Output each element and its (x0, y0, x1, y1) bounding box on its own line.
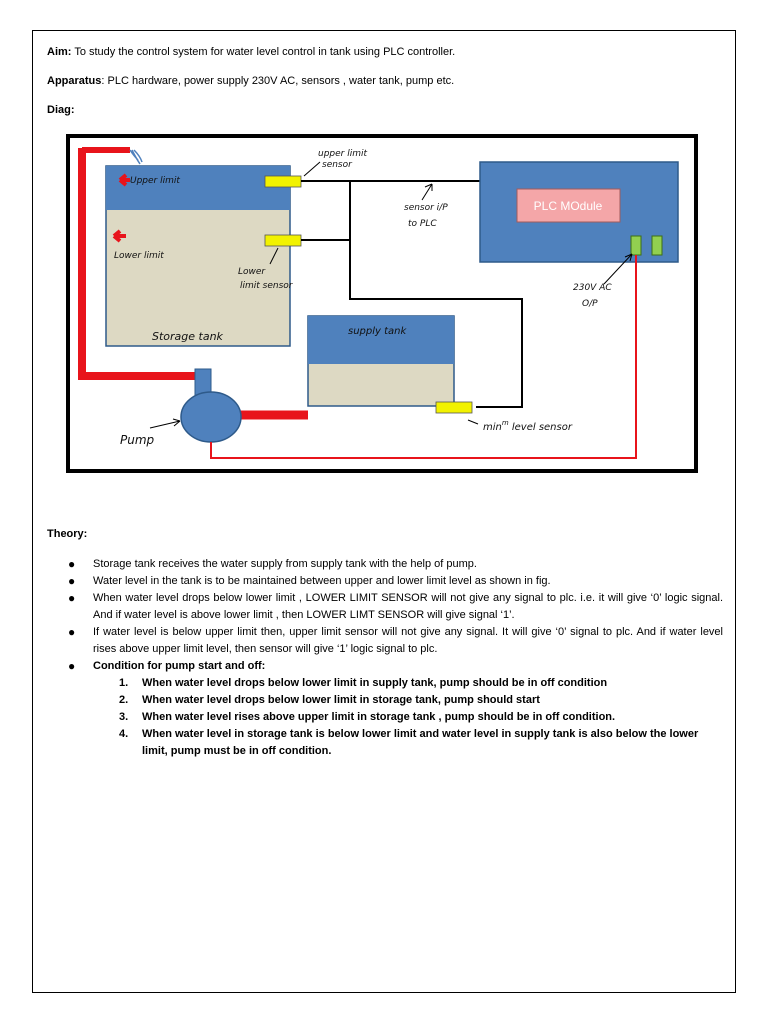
pipe-left-vertical (78, 148, 195, 380)
plc-module-label-box (516, 188, 621, 223)
pump-pointer-icon (149, 418, 181, 429)
theory-item: ● Storage tank receives the water supply … (47, 556, 723, 573)
condition-list: 1. When water level drops below lower lim… (93, 675, 723, 760)
pump (180, 391, 242, 443)
condition-number: 2. (119, 694, 129, 706)
theory-item-text: Water level in the tank is to be maintai… (93, 575, 551, 587)
aim-label: Aim: (47, 46, 72, 58)
theory-item-text: When water level drops below lower limit… (93, 592, 723, 621)
bullet-icon: ● (68, 557, 76, 571)
plc-module-label: PLC MOdule (534, 199, 603, 213)
supply-tank-water (308, 316, 454, 364)
upper-sensor-label-1: upper limit (318, 149, 367, 159)
wire-min-level-sensor (349, 240, 523, 408)
condition-item: 2. When water level drops below lower lim… (93, 692, 723, 709)
lower-sensor-pointer (269, 247, 279, 265)
condition-item: 1. When water level drops below lower lim… (93, 675, 723, 692)
apparatus-text: : PLC hardware, power supply 230V AC, se… (101, 75, 455, 87)
ac-output-arrow-icon (603, 253, 633, 285)
water-spray-icon (129, 149, 143, 165)
condition-item: 4. When water level in storage tank is be… (93, 726, 723, 760)
condition-section: ● Condition for pump start and off: 1. Whe… (47, 658, 723, 760)
bullet-icon: ● (68, 591, 76, 605)
aim-text: To study the control system for water le… (74, 46, 456, 58)
supply-tank-label: supply tank (348, 326, 408, 337)
theory-heading: Theory: (47, 528, 88, 540)
sensor-ip-label-1: sensor i/P (404, 203, 448, 213)
page-border (32, 30, 736, 993)
wire-lower-sensor (301, 181, 351, 241)
storage-tank-water (106, 166, 290, 210)
min-level-sensor (435, 401, 473, 414)
condition-number: 3. (119, 711, 129, 723)
sensor-ip-label-2: to PLC (408, 219, 437, 229)
lower-sensor-label-1: Lower (238, 267, 266, 277)
condition-text: When water level in storage tank is belo… (142, 728, 699, 757)
upper-sensor-label-2: sensor (322, 160, 353, 170)
bullet-icon: ● (68, 574, 76, 588)
condition-item: 3. When water level rises above upper lim… (93, 709, 723, 726)
theory-item-text: Storage tank receives the water supply f… (93, 558, 477, 570)
lower-sensor-label-2: limit sensor (240, 281, 294, 291)
water-level-diagram: Upper limit Lower limit Storage tank upp… (78, 147, 679, 459)
condition-text: When water level drops below lower limit… (142, 694, 540, 706)
bullet-icon: ● (68, 659, 76, 673)
theory-item-text: If water level is below upper limit then… (93, 626, 723, 655)
theory-item: ● When water level drops below lower limi… (47, 590, 723, 624)
plc-output-terminal-2 (651, 235, 663, 256)
upper-limit-arrow-icon (118, 173, 130, 187)
apparatus-line: Apparatus: PLC hardware, power supply 23… (47, 74, 454, 88)
apparatus-label: Apparatus (47, 75, 102, 87)
upper-limit-sensor (264, 175, 302, 188)
upper-limit-label: Upper limit (130, 176, 180, 186)
plc-output-terminal-1 (630, 235, 642, 256)
lower-limit-sensor (264, 234, 302, 247)
min-level-sensor-label: minm level sensor (483, 419, 573, 433)
upper-sensor-pointer (303, 161, 321, 177)
storage-tank-label: Storage tank (152, 330, 224, 343)
condition-heading: Condition for pump start and off: (93, 660, 266, 672)
theory-list: ● Storage tank receives the water supply … (47, 556, 723, 760)
theory-item: ● If water level is below upper limit the… (47, 624, 723, 658)
theory-item: ● Water level in the tank is to be mainta… (47, 573, 723, 590)
diag-heading: Diag: (47, 104, 75, 116)
condition-number: 4. (119, 728, 129, 740)
min-level-pointer (467, 419, 479, 425)
condition-text: When water level drops below lower limit… (142, 677, 608, 689)
wire-ac-power (210, 255, 637, 459)
ac-output-label-2: O/P (582, 299, 598, 309)
lower-limit-label: Lower limit (114, 251, 164, 261)
bullet-icon: ● (68, 625, 76, 639)
condition-number: 1. (119, 677, 129, 689)
condition-text: When water level rises above upper limit… (142, 711, 616, 723)
sensor-ip-arrow-icon (421, 183, 433, 201)
ac-output-label-1: 230V AC (573, 283, 612, 293)
diagram-frame: Upper limit Lower limit Storage tank upp… (66, 134, 698, 473)
aim-line: Aim: To study the control system for wat… (47, 45, 455, 59)
lower-limit-arrow-icon (112, 229, 126, 243)
pump-label: Pump (120, 433, 155, 447)
